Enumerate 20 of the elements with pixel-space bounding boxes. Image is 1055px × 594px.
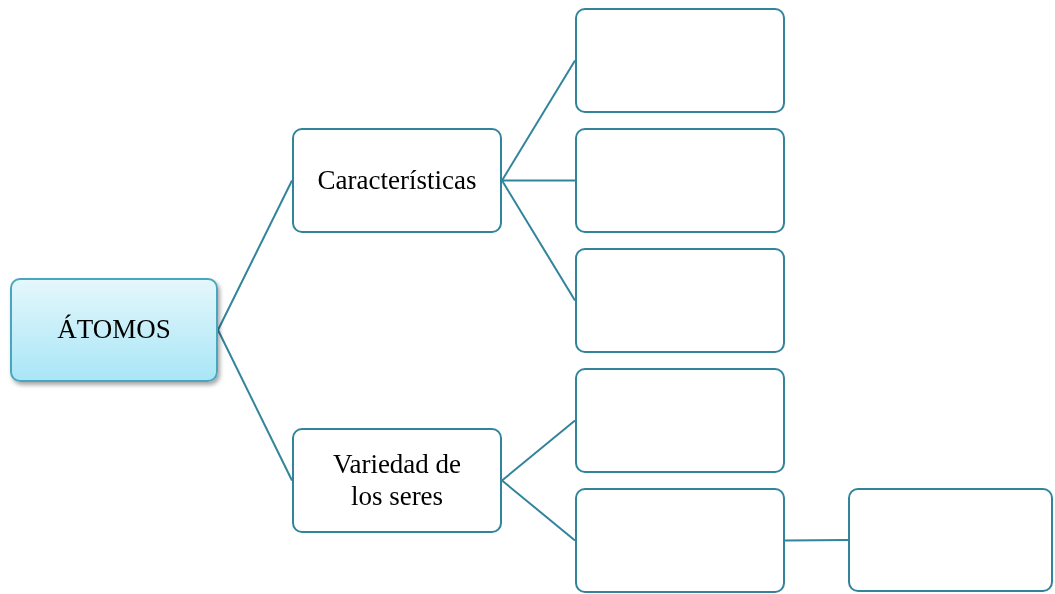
empty-box	[575, 8, 785, 113]
topic-box	[292, 428, 502, 533]
empty-box	[575, 128, 785, 233]
root-box	[10, 278, 218, 382]
connector-line	[501, 479, 576, 542]
empty-box	[575, 488, 785, 593]
connector-line	[501, 179, 576, 182]
connector-line	[501, 179, 576, 302]
connector-line	[217, 179, 293, 331]
connector-line	[501, 419, 576, 482]
node-label: ÁTOMOS	[57, 314, 171, 346]
empty-box	[575, 368, 785, 473]
connector-line	[784, 539, 849, 542]
topic-box	[292, 128, 502, 233]
connector-line	[501, 59, 576, 182]
node-label: Variedad de los seres	[331, 449, 463, 512]
empty-box	[848, 488, 1053, 592]
connector-line	[217, 329, 293, 482]
empty-box	[575, 248, 785, 353]
node-label: Características	[317, 164, 477, 196]
